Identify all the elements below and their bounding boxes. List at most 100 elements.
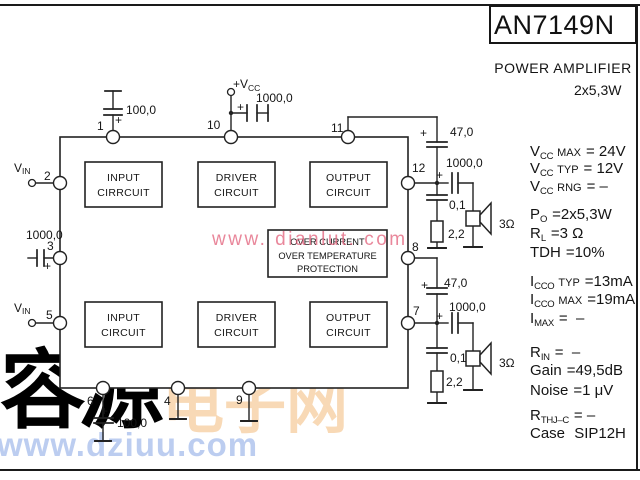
block-output-ch1	[309, 161, 388, 208]
speaker-ch1	[465, 201, 492, 236]
polarity-vcc: +	[237, 100, 244, 114]
capacitors	[36, 90, 459, 424]
cap-ch2-out-value: 1000,0	[449, 300, 486, 314]
cap-ch2-hf-value: 0,1	[450, 351, 467, 365]
block-driver-ch1	[197, 161, 276, 208]
watermark-red-url: www. dianlut. com	[212, 229, 408, 250]
spec-noise: Noise=1 μV	[530, 382, 614, 399]
ground-symbols	[94, 246, 483, 442]
spec-rthj-c: RTHJ–C= –	[530, 407, 596, 426]
pin-4-label: 4	[164, 394, 171, 408]
polarity-ch1-out: +	[436, 168, 443, 182]
pin-5	[52, 315, 68, 331]
cap-ch1-boot-47u	[426, 141, 448, 148]
cap-ch1-boot-value: 47,0	[450, 125, 474, 139]
cap-ch2-boot-47u	[426, 287, 448, 295]
cap-pin1-value: 100,0	[126, 103, 156, 117]
pin-4	[170, 380, 186, 396]
vin-terminal-ch2	[27, 318, 37, 328]
spec-po: PO=2x5,3W	[530, 206, 612, 225]
block-driver-ch2	[197, 301, 276, 348]
device-power: 2x5,3W	[574, 82, 622, 98]
cap-ch2-boot-value: 47,0	[444, 276, 468, 290]
resistor-ch1-2r2	[430, 220, 444, 243]
vcc-terminal	[226, 87, 236, 97]
pin-8-label: 8	[412, 240, 419, 254]
vcc-label: +VCC	[233, 77, 260, 93]
vin-label-ch2: VIN	[14, 301, 31, 316]
vin-terminal-ch1	[27, 178, 37, 188]
pin-1	[105, 129, 121, 145]
spec-imax: IMAX= –	[530, 310, 585, 329]
speaker-ch1-impedance: 3Ω	[499, 217, 515, 231]
cap-ch1-hf-value: 0,1	[449, 198, 466, 212]
block-input-ch1	[84, 161, 163, 208]
polarity-ch2-boot: +	[421, 278, 428, 292]
part-number-box: AN7149N	[489, 5, 637, 44]
cap-vcc-value: 1000,0	[256, 91, 293, 105]
polarity-ch1-boot: +	[420, 126, 427, 140]
resistor-ch2-2r2	[430, 370, 444, 393]
speaker-ch2-impedance: 3Ω	[499, 356, 515, 370]
pin-8	[400, 250, 416, 266]
cap-ch1-out-1000u	[451, 172, 459, 194]
polarity-pin1: +	[115, 113, 122, 127]
spec-rl: RL=3 Ω	[530, 225, 584, 244]
resistor-ch2-value: 2,2	[446, 375, 463, 389]
schematic-labels: 1 10 11 2 3 5 12 8 7 6 4 9 VIN VIN +VCC …	[14, 77, 515, 430]
pin-3-label: 3	[47, 239, 54, 253]
spec-rin: RIN= –	[530, 344, 581, 363]
cap-pin6-value: 100,0	[117, 416, 147, 430]
polarity-pin3: +	[44, 259, 51, 273]
pin-2-label: 2	[44, 169, 51, 183]
pin-1-label: 1	[97, 119, 104, 133]
resistor-ch1-value: 2,2	[448, 227, 465, 241]
pin-9-label: 9	[236, 393, 243, 407]
spec-gain: Gain=49,5dB	[530, 362, 623, 379]
pin-10	[223, 129, 239, 145]
cap-vcc-1000u	[246, 104, 269, 122]
cap-pin6-100u	[93, 417, 114, 424]
device-type: POWER AMPLIFIER	[494, 60, 632, 76]
block-input-ch2	[84, 301, 163, 348]
cap-pin1-100u	[103, 90, 123, 116]
pin-6	[95, 380, 111, 396]
vin-label-ch1: VIN	[14, 161, 31, 176]
cap-pin3-1000u	[36, 249, 45, 267]
pin-10-label: 10	[207, 118, 221, 132]
spec-tdh: TDH=10%	[530, 244, 605, 261]
pin-5-label: 5	[46, 308, 53, 322]
speaker-ch2	[465, 341, 492, 376]
cap-ch1-hf-0u1	[426, 194, 448, 201]
polarity-ch2-out: +	[436, 309, 443, 323]
pin-2	[52, 175, 68, 191]
block-output-ch2	[309, 301, 388, 348]
cap-ch2-hf-0u1	[426, 347, 448, 354]
part-number: AN7149N	[494, 10, 615, 40]
watermark-site-url: www.dziuu.com	[0, 426, 259, 463]
pin-3	[52, 250, 68, 266]
pin-11	[340, 129, 356, 145]
pin-12-label: 12	[412, 161, 426, 175]
cap-pin3-value: 1000,0	[26, 228, 63, 242]
pin-6-label: 6	[87, 394, 94, 408]
pin-7-label: 7	[413, 304, 420, 318]
pin-12	[400, 175, 416, 191]
pin-9	[241, 380, 257, 396]
polarity-pin6: +	[101, 404, 108, 418]
